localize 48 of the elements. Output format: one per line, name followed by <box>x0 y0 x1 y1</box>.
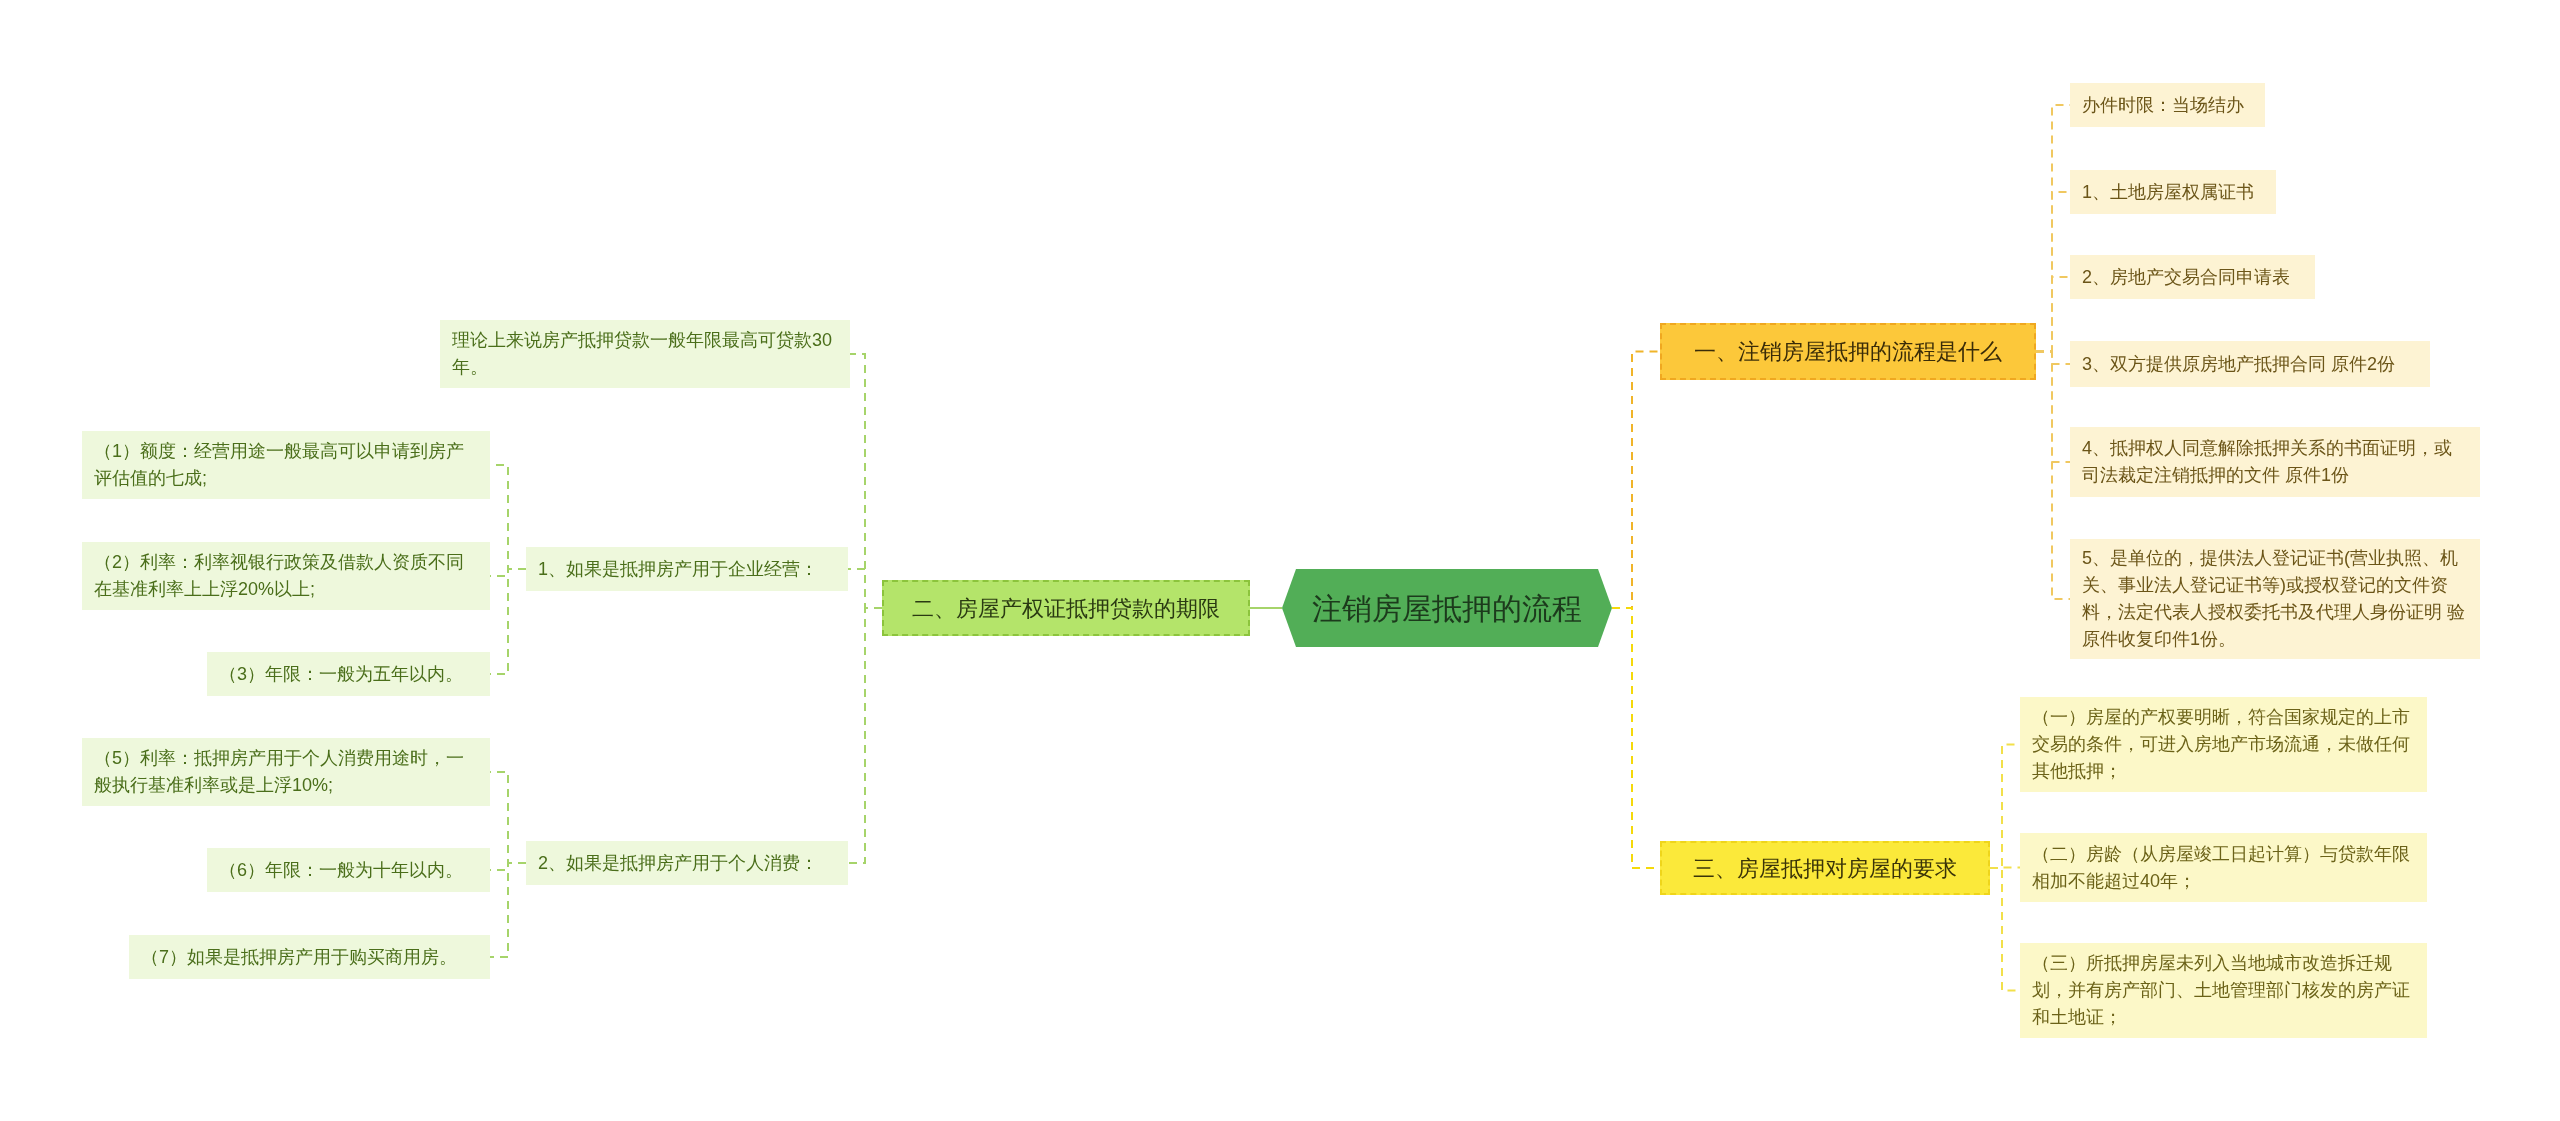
subtopic-box <box>129 935 490 979</box>
topic-text: （3）年限：一般为五年以内。 <box>219 662 463 686</box>
subtopic-box <box>2070 427 2480 497</box>
topic-text: 办件时限：当场结办 <box>2082 93 2244 117</box>
topic-text: （2）利率：利率视银行政策及借款人资质不同在基准利率上上浮20%以上; <box>94 551 465 601</box>
topic-text: （二）房龄（从房屋竣工日起计算）与贷款年限相加不能超过40年； <box>2032 842 2411 893</box>
topic-text: （三）所抵押房屋未列入当地城市改造拆迁规划，并有房产部门、土地管理部门核发的房产证和土地证； <box>2032 952 2411 1029</box>
connector-line <box>847 607 883 864</box>
subtopic-box <box>2070 83 2265 127</box>
connector-line <box>2035 350 2071 600</box>
subtopic-box <box>440 320 850 388</box>
subtopic-box <box>2070 170 2276 214</box>
topic-text: 1、如果是抵押房产用于企业经营： <box>538 557 818 581</box>
subtopic-box <box>2020 833 2427 902</box>
subtopic-box <box>82 738 490 806</box>
topic-text: 2、房地产交易合同申请表 <box>2082 265 2290 289</box>
subtopic-box <box>2070 255 2315 299</box>
topic-text: 2、如果是抵押房产用于个人消费： <box>538 851 818 875</box>
connector-line <box>1249 607 1283 609</box>
topic-text: （6）年限：一般为十年以内。 <box>219 858 463 882</box>
subtopic-box <box>526 547 848 591</box>
topic-text: （5）利率：抵押房产用于个人消费用途时，一般执行基准利率或是上浮10%; <box>94 747 465 797</box>
topic-text: （一）房屋的产权要明晰，符合国家规定的上市交易的条件，可进入房地产市场流通，未做任何其他抵押； <box>2032 706 2411 783</box>
topic-text: 1、土地房屋权属证书 <box>2082 180 2254 204</box>
branch-topic <box>882 580 1250 636</box>
subtopic-box <box>2070 539 2480 659</box>
topic-text: 3、双方提供原房地产抵押合同 原件2份 <box>2082 352 2396 376</box>
topic-text: 4、抵押权人同意解除抵押关系的书面证明，或司法裁定注销抵押的文件 原件1份 <box>2082 437 2453 487</box>
subtopic-box <box>82 542 490 610</box>
subtopic-box <box>2070 341 2430 387</box>
topic-text: 5、是单位的，提供法人登记证书(营业执照、机关、事业法人登记证书等)或授权登记的文件资料，法定代表人授权委托书及代理人身份证明 验原件收复印件1份。 <box>2082 547 2466 651</box>
title-text: 注销房屋抵押的流程 <box>1312 590 1582 627</box>
topic-text: 三、房屋抵押对房屋的要求 <box>1693 854 1957 883</box>
subtopic-box <box>526 841 848 885</box>
subtopic-box <box>207 652 490 696</box>
subtopic-box <box>82 431 490 499</box>
subtopic-box <box>207 848 490 892</box>
topic-text: （1）额度：经营用途一般最高可以申请到房产评估值的七成; <box>94 440 465 490</box>
branch-topic <box>1660 841 1990 895</box>
central-topic <box>1282 569 1612 647</box>
topic-text: 一、注销房屋抵押的流程是什么 <box>1694 338 2002 366</box>
topic-text: 理论上来说房产抵押贷款一般年限最高可贷款30年。 <box>452 329 834 379</box>
topic-text: （7）如果是抵押房产用于购买商用房。 <box>141 945 457 969</box>
branch-topic <box>1660 323 2036 380</box>
subtopic-box <box>2020 697 2427 792</box>
subtopic-box <box>2020 943 2427 1038</box>
connector-line <box>489 862 527 958</box>
topic-text: 二、房屋产权证抵押贷款的期限 <box>912 594 1220 623</box>
